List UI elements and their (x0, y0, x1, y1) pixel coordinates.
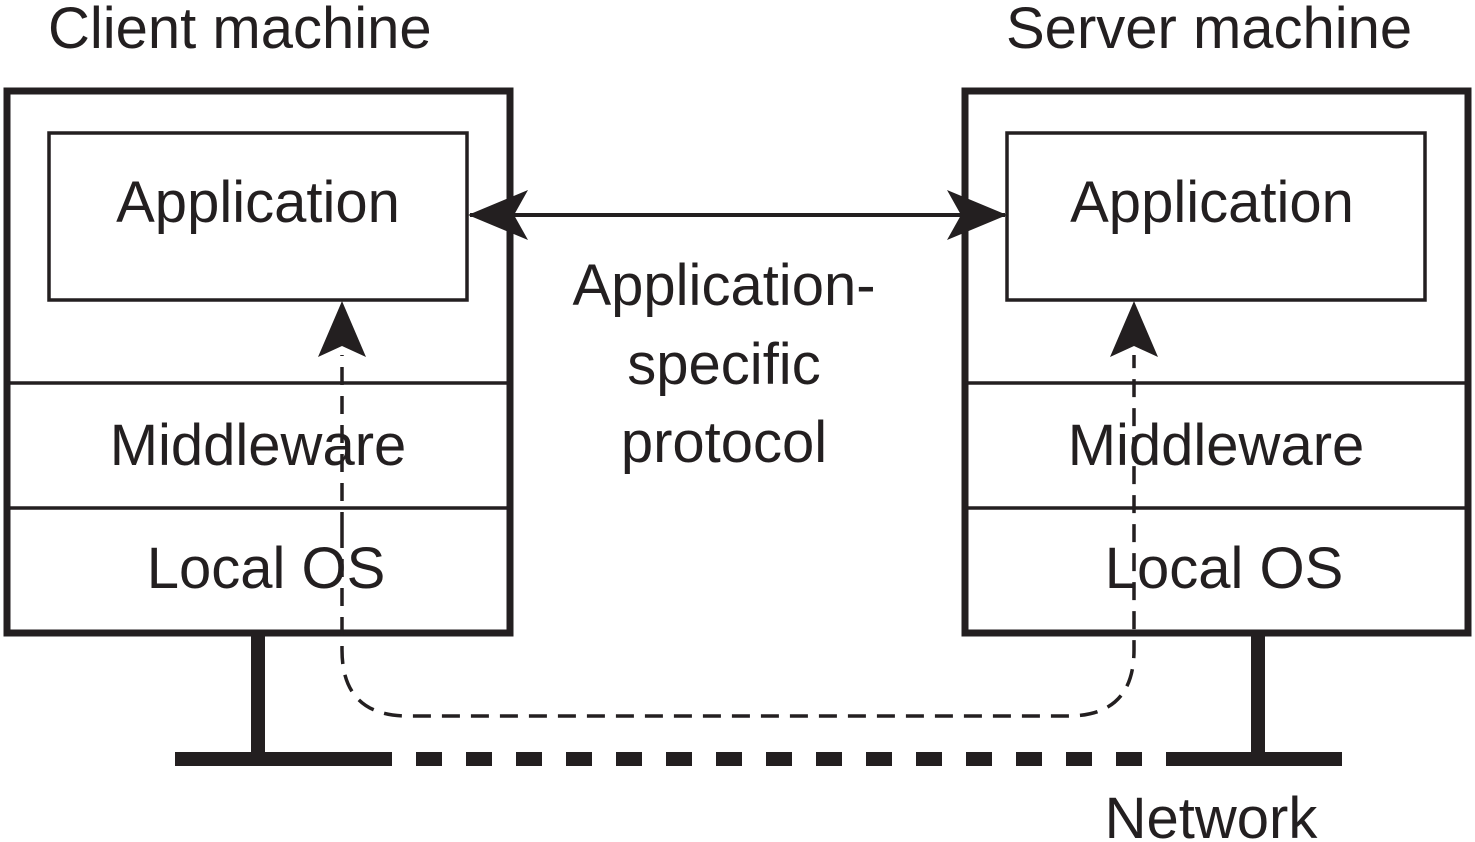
client-middleware-label: Middleware (110, 413, 407, 478)
server-application-box (1005, 131, 1427, 302)
server-application-label: Application (1070, 170, 1354, 235)
protocol-label-line3: protocol (621, 410, 827, 475)
client-application-label: Application (116, 170, 400, 235)
protocol-label-line2: specific (627, 332, 820, 397)
message-path-dashed (340, 355, 1136, 718)
server-middleware-label: Middleware (1068, 413, 1365, 478)
protocol-label-line1: Application- (572, 253, 875, 318)
client-local-os-label: Local OS (147, 536, 386, 601)
client-machine: Application Middleware Local OS (3, 87, 514, 759)
network-label: Network (1105, 786, 1319, 842)
client-application-box (47, 131, 469, 302)
client-up-arrowhead (318, 301, 366, 357)
server-machine-title: Server machine (1006, 0, 1412, 61)
server-local-os-label: Local OS (1105, 536, 1344, 601)
server-machine: Application Middleware Local OS (961, 87, 1472, 759)
server-up-arrowhead (1110, 301, 1158, 357)
client-machine-title: Client machine (48, 0, 432, 61)
server-machine-box (961, 87, 1472, 637)
